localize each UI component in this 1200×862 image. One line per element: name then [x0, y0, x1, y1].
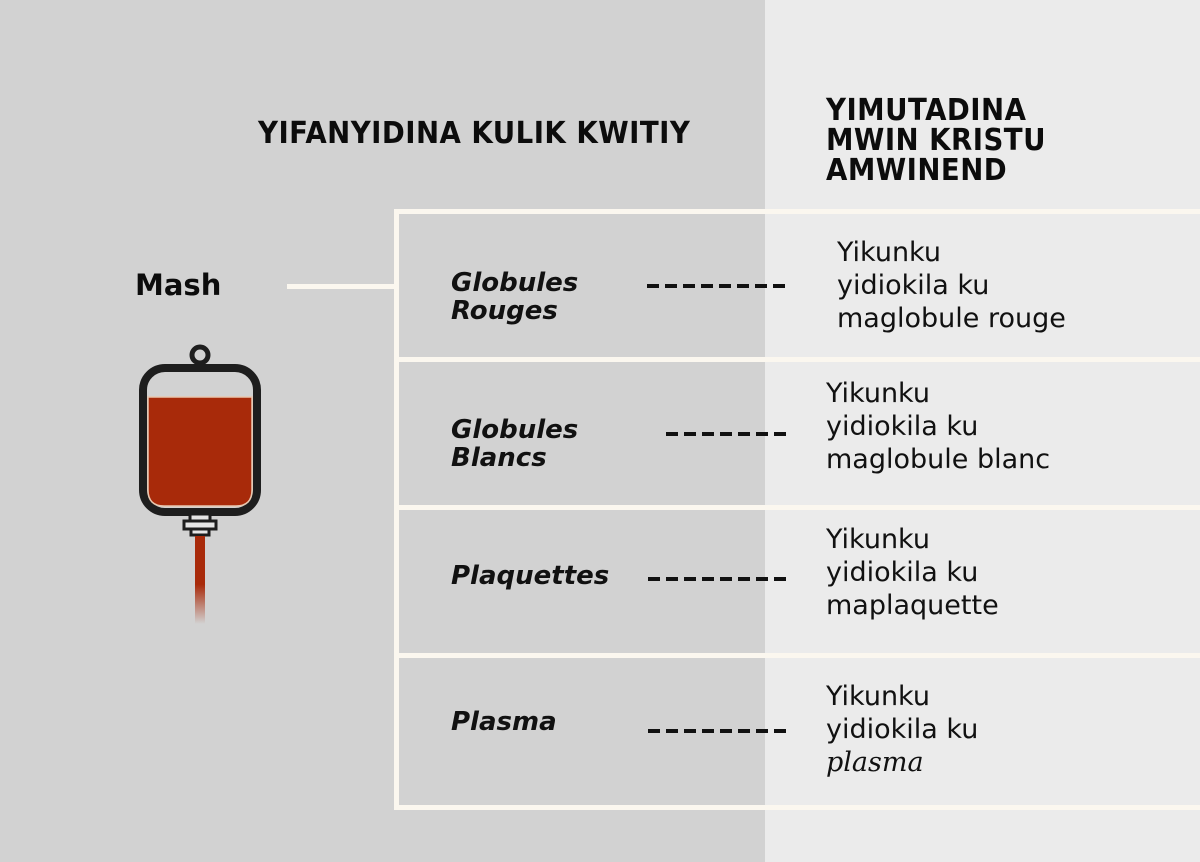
dashed-connector	[648, 577, 792, 581]
component-name-line: Plasma	[451, 707, 557, 737]
row-divider	[394, 653, 1200, 658]
source-label: Mash	[135, 268, 222, 302]
connector-line	[287, 284, 397, 289]
heading-line: YIMUTADINA	[826, 93, 1027, 128]
description-platelets: Yikunku yidiokila ku maplaquette	[826, 523, 999, 622]
description-line: yidiokila ku	[826, 714, 979, 745]
heading-line: AMWINEND	[826, 153, 1008, 188]
component-red-cells: Globules Rouges	[451, 269, 578, 325]
left-column-heading: YIFANYIDINA KULIK KWITIY	[258, 116, 691, 151]
heading-line: MWIN KRISTU	[826, 123, 1046, 158]
component-name-line: Globules	[451, 415, 579, 445]
description-line: Yikunku	[826, 524, 930, 555]
description-plasma: Yikunku yidiokila ku plasma	[826, 680, 978, 779]
component-platelets: Plaquettes	[451, 562, 609, 590]
description-line: maplaquette	[826, 590, 999, 621]
description-line: yidiokila ku	[826, 411, 979, 442]
component-name-line: Globules	[451, 268, 579, 298]
description-line: maglobule rouge	[837, 303, 1066, 334]
component-name-line: Blancs	[451, 443, 547, 473]
description-red-cells: Yikunku yidiokila ku maglobule rouge	[837, 236, 1066, 335]
component-name-line: Plaquettes	[451, 561, 610, 591]
right-column-heading: YIMUTADINA MWIN KRISTU AMWINEND	[826, 96, 1046, 186]
right-column-background	[765, 0, 1200, 862]
row-divider	[394, 357, 1200, 362]
description-line: yidiokila ku	[826, 557, 979, 588]
dashed-connector	[648, 729, 792, 733]
description-white-cells: Yikunku yidiokila ku maglobule blanc	[826, 377, 1050, 476]
description-line: Yikunku	[837, 237, 941, 268]
component-plasma: Plasma	[451, 708, 557, 736]
description-line: plasma	[826, 747, 924, 778]
component-name-line: Rouges	[451, 296, 558, 326]
dashed-connector	[647, 284, 791, 288]
blood-bag-icon	[130, 340, 270, 634]
description-line: Yikunku	[826, 681, 930, 712]
row-divider	[394, 505, 1200, 510]
dashed-connector	[666, 432, 792, 436]
description-line: yidiokila ku	[837, 270, 990, 301]
description-line: Yikunku	[826, 378, 930, 409]
component-white-cells: Globules Blancs	[451, 416, 578, 472]
description-line: maglobule blanc	[826, 444, 1051, 475]
